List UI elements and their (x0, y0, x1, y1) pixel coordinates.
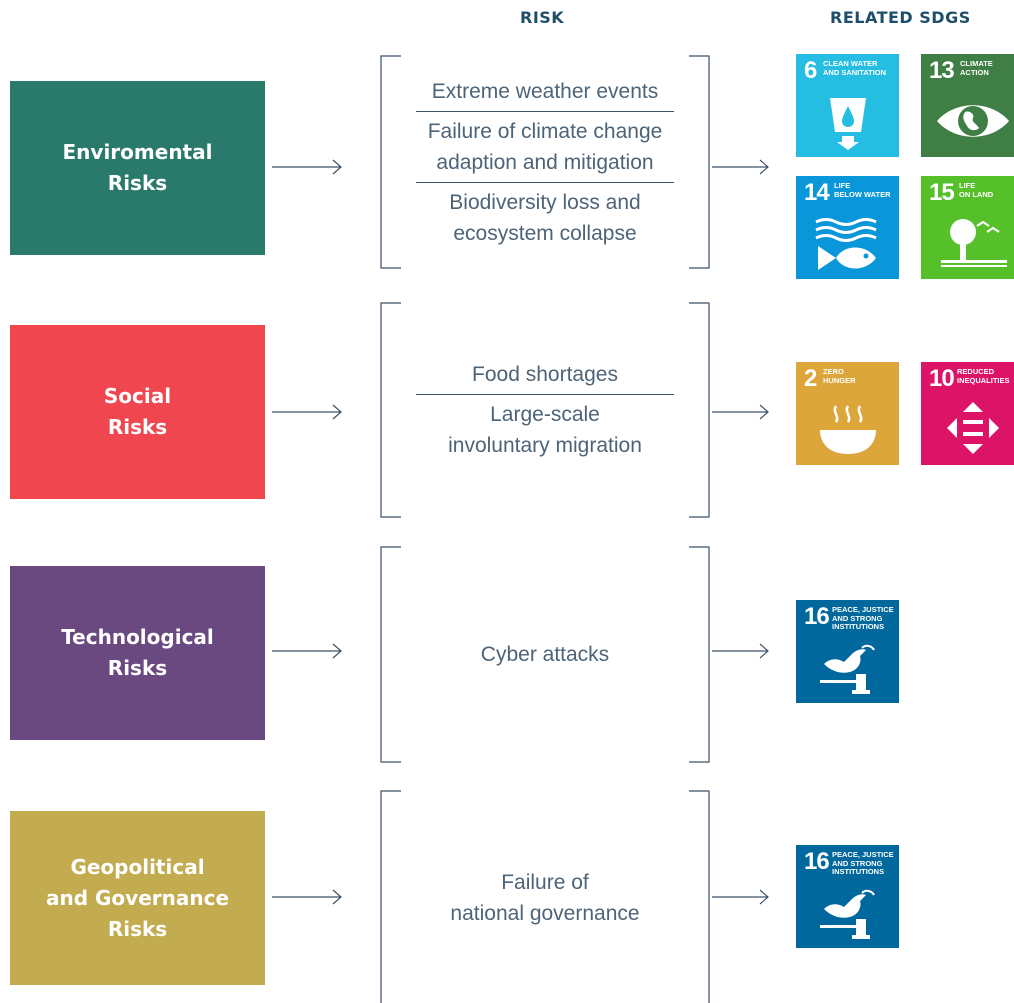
arrow-icon (712, 643, 769, 659)
equality-arrows-icon (947, 402, 999, 454)
arrow-icon (272, 643, 342, 659)
category-box-technological: Technological Risks (10, 566, 265, 740)
risk-item: Extreme weather events (431, 79, 659, 103)
arrow-icon (272, 159, 342, 175)
risk-list-environmental: Extreme weather events Failure of climat… (416, 64, 674, 260)
risk-bracket (380, 55, 710, 269)
dove-gavel-icon (820, 889, 875, 939)
dove-gavel-icon (820, 644, 875, 694)
arrow-icon (272, 889, 342, 905)
risk-list-technological: Cyber attacks (416, 556, 674, 752)
fish-icon (815, 218, 877, 270)
risk-item: Failure of national governance (450, 871, 640, 925)
risk-item: Food shortages (472, 363, 618, 386)
sdg-tile-10: 10 Reduced inequalities (921, 362, 1014, 465)
risk-column-header: RISK (520, 8, 565, 27)
arrow-icon (712, 404, 769, 420)
water-glass-icon (830, 98, 866, 150)
category-label-line: Technological (61, 625, 214, 649)
category-box-social: Social Risks (10, 325, 265, 499)
sdg-tile-6: 6 Clean water and sanitation (796, 54, 899, 157)
risk-item: Biodiversity loss and ecosystem collapse (416, 181, 674, 253)
category-label-line: Risks (107, 415, 168, 439)
sdg-tile-14: 14 Life below water (796, 176, 899, 279)
sdg-tile-16: 16 Peace, justice and strong institution… (796, 600, 899, 703)
sdg-tile-13: 13 Climate action (921, 54, 1014, 157)
category-label-line: Social (103, 384, 172, 408)
risk-item: Large-scale involuntary migration (416, 394, 674, 465)
risk-list-geopolitical: Failure of national governance (416, 800, 674, 996)
category-label-line: Geopolitical (70, 854, 205, 879)
risk-item: Failure of climate change adaption and m… (416, 110, 674, 182)
arrow-icon (712, 889, 769, 905)
category-label-line: Risks (107, 171, 168, 195)
tree-icon (941, 219, 1007, 267)
sdg-tile-16: 16 Peace, justice and strong institution… (796, 845, 899, 948)
category-label-line: Risks (107, 916, 168, 941)
category-label-line: Enviromental (62, 140, 213, 164)
sdgs-column-header: RELATED SDGS (830, 8, 971, 27)
eye-globe-icon (937, 105, 1009, 137)
category-box-environmental: Enviromental Risks (10, 81, 265, 255)
arrow-icon (712, 159, 769, 175)
risk-item: Cyber attacks (480, 642, 610, 666)
arrow-icon (272, 404, 342, 420)
bowl-icon (820, 405, 876, 454)
risk-bracket (380, 790, 710, 1003)
sdg-tile-2: 2 Zero hunger (796, 362, 899, 465)
category-label-line: Risks (107, 656, 168, 680)
category-box-geopolitical: Geopolitical and Governance Risks (10, 811, 265, 985)
risk-list-social: Food shortages Large-scale involuntary m… (416, 312, 674, 508)
risk-bracket (380, 302, 710, 518)
risk-bracket (380, 546, 710, 763)
category-label-line: and Governance (45, 885, 230, 910)
